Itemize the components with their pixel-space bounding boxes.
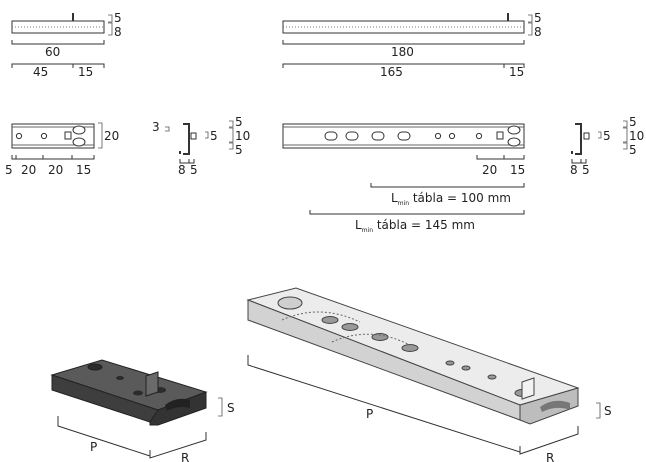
small-iso-p: P — [90, 440, 97, 454]
small-plate-dim-4: 15 — [76, 163, 91, 177]
small-rail-length: 60 — [45, 45, 60, 59]
min-length-100: Lmin tábla = 100 mm — [391, 191, 511, 207]
small-cross-section: 3 5 5 10 5 8 5 — [152, 115, 250, 177]
large-plate-dim-2: 15 — [510, 163, 525, 177]
small-plate-dim-2: 20 — [21, 163, 36, 177]
min-length-145: Lmin tábla = 145 mm — [355, 218, 475, 234]
small-cross-depth: 5 — [210, 129, 218, 143]
large-rail-height-1: 5 — [534, 11, 542, 25]
small-cross-w1: 8 — [178, 163, 186, 177]
small-iso-r: R — [181, 451, 189, 462]
large-cross-h3: 5 — [629, 143, 637, 157]
small-cross-w2: 5 — [190, 163, 198, 177]
large-rail-top-view: 5 8 180 165 15 — [282, 11, 542, 79]
large-cross-h1: 5 — [629, 115, 637, 129]
small-iso-s: S — [227, 401, 235, 415]
small-cross-h1: 5 — [235, 115, 243, 129]
small-cross-h3: 5 — [235, 143, 243, 157]
large-cross-depth: 5 — [603, 129, 611, 143]
large-light-iso-part: S P R — [246, 287, 612, 462]
large-cross-w1: 8 — [570, 163, 578, 177]
large-iso-r: R — [546, 451, 554, 462]
small-rail-seg2: 15 — [78, 65, 93, 79]
large-cross-section: 5 5 10 5 8 5 — [570, 115, 644, 177]
small-rail-height-1: 5 — [114, 11, 122, 25]
small-dark-iso-part: S P R — [50, 359, 235, 462]
small-rail-height-2: 8 — [114, 25, 122, 39]
large-rail-height-2: 8 — [534, 25, 542, 39]
small-cross-gap: 3 — [152, 120, 160, 134]
small-plate-dim-1: 5 — [5, 163, 13, 177]
small-cross-h2: 10 — [235, 129, 250, 143]
large-rail-seg2: 15 — [509, 65, 524, 79]
large-plate-front-view: 20 15 Lmin tábla = 100 mm Lmin tábla = 1… — [282, 123, 525, 234]
large-iso-p: P — [366, 407, 373, 421]
large-plate-dim-1: 20 — [482, 163, 497, 177]
small-rail-seg1: 45 — [33, 65, 48, 79]
large-cross-w2: 5 — [582, 163, 590, 177]
small-rail-top-view: 5 8 60 45 15 — [11, 11, 122, 79]
large-iso-s: S — [604, 404, 612, 418]
large-rail-length: 180 — [391, 45, 414, 59]
small-plate-height: 20 — [104, 129, 119, 143]
large-cross-h2: 10 — [629, 129, 644, 143]
small-plate-dim-3: 20 — [48, 163, 63, 177]
large-rail-seg1: 165 — [380, 65, 403, 79]
small-plate-front-view: 20 5 20 20 15 — [5, 122, 119, 177]
